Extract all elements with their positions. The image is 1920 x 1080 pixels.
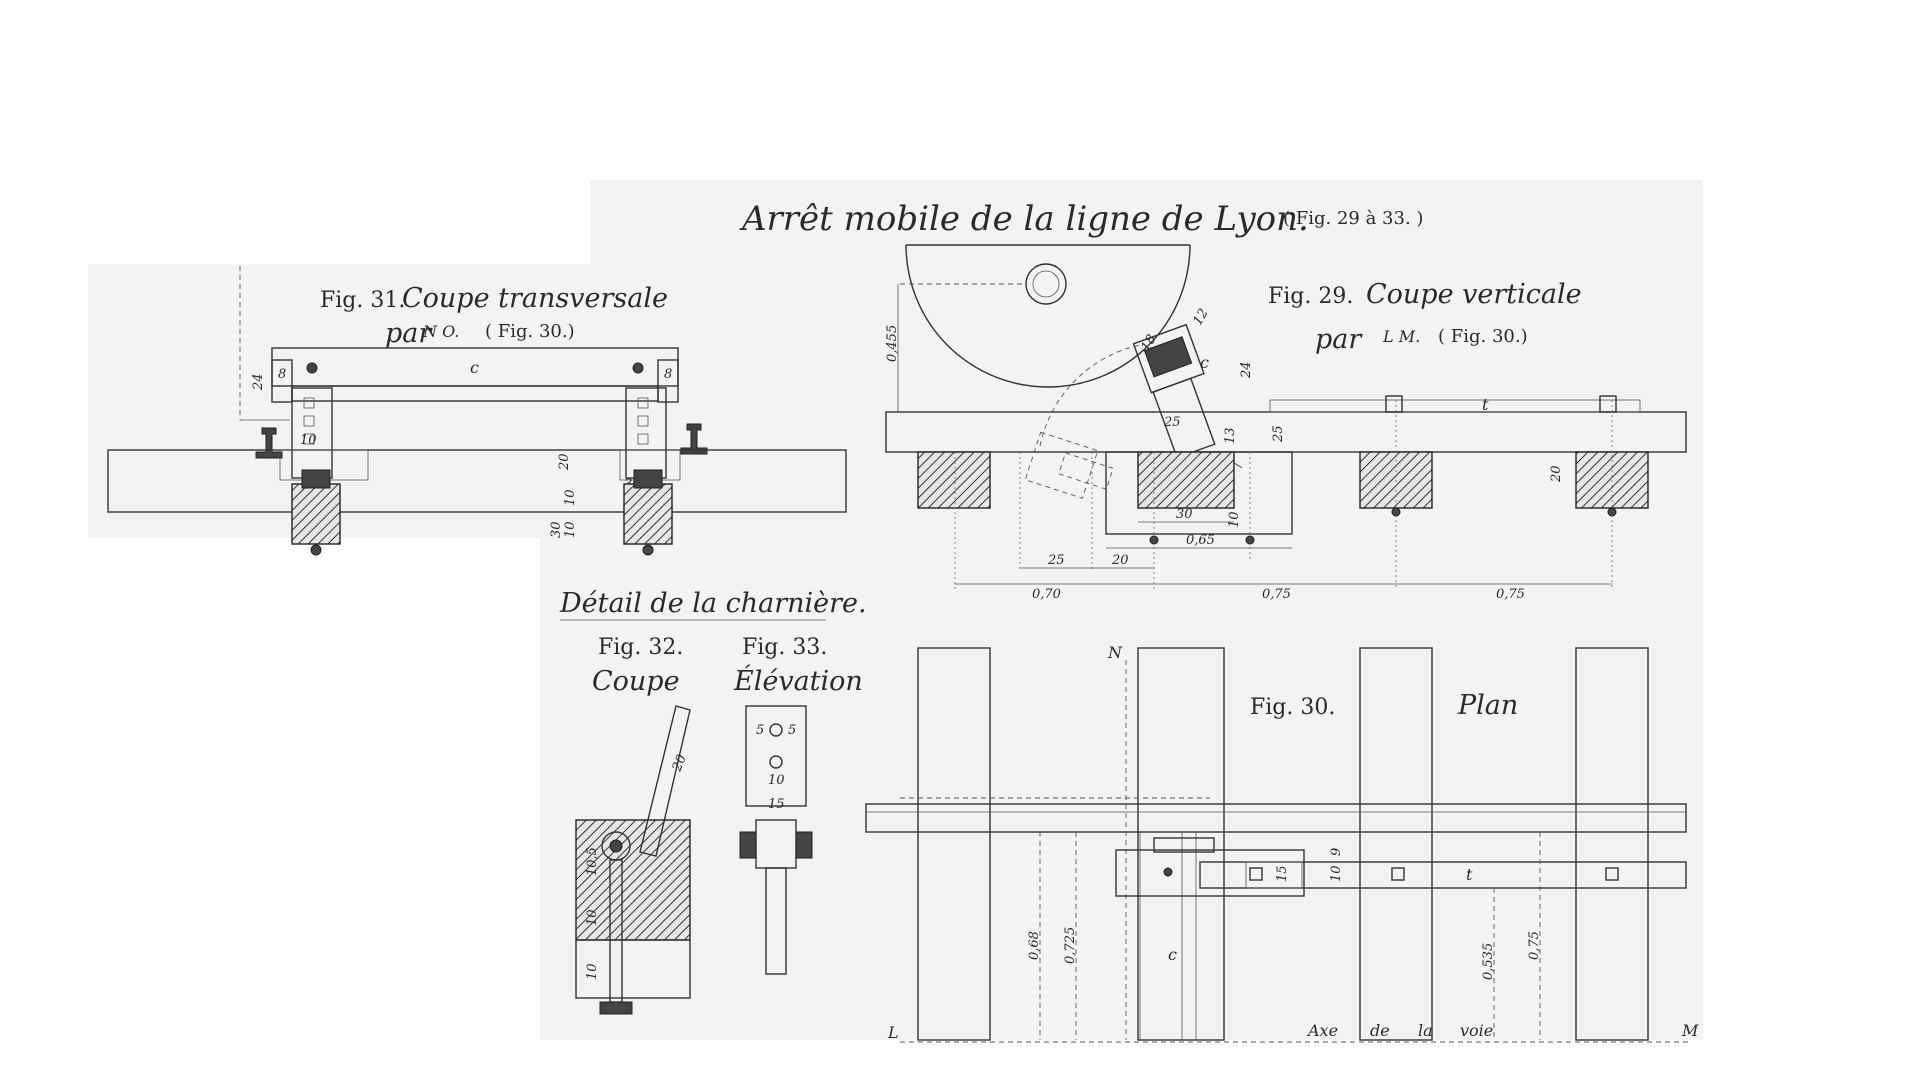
fig31-sub-par: par bbox=[385, 318, 433, 349]
fig30-dim-10: 10 bbox=[1329, 865, 1344, 882]
fig29-dim-075b: 0,75 bbox=[1496, 587, 1525, 602]
fig32-dim-20: 20 bbox=[669, 753, 689, 775]
fig31-caption: Coupe transversale bbox=[402, 283, 668, 314]
fig29-number: Fig. 29. bbox=[1268, 284, 1353, 309]
fig29-dim-7: 7 bbox=[1231, 461, 1246, 470]
fig31-dim-8a: 8 bbox=[278, 367, 286, 382]
plate-title: Arrêt mobile de la ligne de Lyon. bbox=[739, 199, 1309, 239]
fig30-dim-9: 9 bbox=[1329, 848, 1344, 856]
fig31-number: Fig. 31. bbox=[320, 288, 405, 313]
fig32-caption: Coupe bbox=[592, 666, 680, 697]
fig30-axis-word-3: la bbox=[1418, 1021, 1433, 1040]
fig29-dim-25c: 25 bbox=[1047, 553, 1065, 568]
fig30-axis-word-4: voie bbox=[1460, 1021, 1493, 1040]
fig29-dim-070: 0,70 bbox=[1032, 587, 1061, 602]
fig29-dim-0455: 0,455 bbox=[885, 325, 900, 362]
fig29-caption: Coupe verticale bbox=[1366, 279, 1582, 310]
fig29-dim-24: 24 bbox=[1239, 361, 1254, 379]
fig30-number: Fig. 30. bbox=[1250, 695, 1335, 720]
fig30-letter-N: N bbox=[1107, 643, 1123, 662]
fig31-dim-8b: 8 bbox=[664, 367, 672, 382]
fig33-number: Fig. 33. bbox=[742, 635, 827, 660]
fig29-dim-20r: 20 bbox=[1549, 465, 1564, 483]
fig29-dim-25b: 25 bbox=[1271, 425, 1286, 443]
fig31-dim-10b: 10 bbox=[563, 489, 578, 506]
fig29-vertical-section: Fig. 29. Coupe verticale par L M. ( Fig.… bbox=[885, 244, 1687, 602]
fig29-dim-12: 12 bbox=[1190, 306, 1211, 328]
fig32-number: Fig. 32. bbox=[598, 635, 683, 660]
fig30-letter-M: M bbox=[1681, 1021, 1699, 1040]
fig29-dim-30: 30 bbox=[1176, 507, 1193, 522]
fig31-dim-10c: 10 bbox=[563, 521, 578, 538]
fig29-sub-par: par bbox=[1315, 324, 1363, 355]
fig29-dim-20: 20 bbox=[1111, 553, 1129, 568]
fig29-letter-t: t bbox=[1482, 395, 1489, 414]
fig31-sub-ref: ( Fig. 30.) bbox=[485, 321, 575, 342]
fig33-dim-5b: 5 bbox=[788, 723, 796, 738]
fig29-dim-075a: 0,75 bbox=[1262, 587, 1291, 602]
fig33-hinge-elevation: Fig. 33. Élévation 5 5 10 15 bbox=[733, 635, 863, 975]
fig29-dim-13: 13 bbox=[1223, 427, 1238, 444]
fig30-letter-L: L bbox=[887, 1023, 899, 1042]
plate-title-ref: ( Fig. 29 à 33. ) bbox=[1283, 208, 1423, 229]
fig32-dim-105: 10,5 bbox=[585, 847, 600, 876]
fig30-dim-0535: 0,535 bbox=[1481, 943, 1496, 980]
fig29-dim-18: 18 bbox=[1138, 332, 1159, 354]
fig30-axis-word-1: Axe bbox=[1306, 1021, 1338, 1040]
fig30-dim-0725: 0,725 bbox=[1063, 927, 1078, 964]
fig30-dim-068: 0,68 bbox=[1027, 931, 1042, 960]
fig33-dim-15: 15 bbox=[768, 797, 785, 812]
fig30-caption: Plan bbox=[1457, 690, 1518, 721]
fig30-dim-075: 0,75 bbox=[1527, 931, 1542, 960]
fig32-dim-10b: 10 bbox=[585, 963, 600, 980]
fig31-dim-10a: 10 bbox=[300, 433, 317, 448]
fig29-dim-065: 0,65 bbox=[1186, 533, 1215, 548]
fig32-hinge-section: Fig. 32. Coupe 20 10,5 10 10 bbox=[575, 635, 691, 1015]
fig33-dim-10: 10 bbox=[768, 773, 785, 788]
fig32-dim-10a: 10 bbox=[585, 909, 600, 926]
fig33-dim-5a: 5 bbox=[756, 723, 764, 738]
fig30-letter-t: t bbox=[1466, 865, 1473, 884]
fig29-letter-c: c bbox=[1200, 353, 1209, 372]
fig30-plan-view: Fig. 30. Plan N L M t c 9 10 15 bbox=[865, 643, 1699, 1043]
fig31-dim-24: 24 bbox=[251, 373, 266, 391]
fig31-dim-30b: 30 bbox=[549, 521, 564, 538]
fig29-sub-letters: L M. bbox=[1382, 327, 1420, 346]
fig30-axis-word-2: de bbox=[1370, 1021, 1390, 1040]
fig29-sub-ref: ( Fig. 30.) bbox=[1438, 326, 1528, 347]
fig29-dim-10: 10 bbox=[1227, 511, 1242, 528]
fig30-dim-15: 15 bbox=[1275, 865, 1290, 882]
fig31-dim-20: 20 bbox=[557, 453, 572, 471]
fig29-dim-25a: 25 bbox=[1163, 415, 1181, 430]
fig30-letter-c: c bbox=[1168, 945, 1177, 964]
fig31-transverse-section: Fig. 31. Coupe transversale par N O. ( F… bbox=[107, 266, 847, 556]
fig31-sub-letters: N O. bbox=[422, 322, 459, 341]
detail-heading: Détail de la charnière. bbox=[559, 588, 867, 619]
fig31-letter-c: c bbox=[470, 358, 479, 377]
fig33-caption: Élévation bbox=[733, 664, 863, 697]
